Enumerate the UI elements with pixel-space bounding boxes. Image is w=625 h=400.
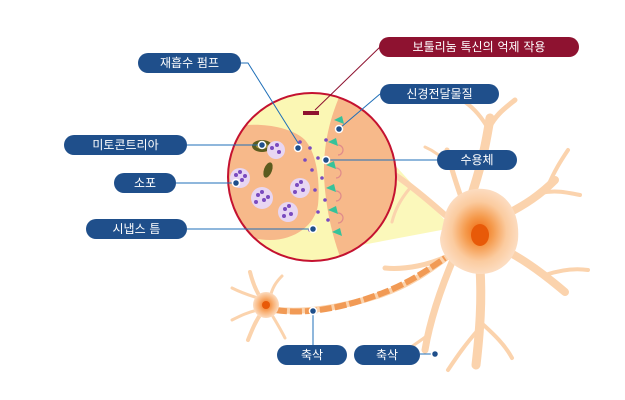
label-axon-right: 축삭 bbox=[354, 345, 420, 365]
botulinum-leader bbox=[314, 46, 381, 111]
label-neurotransmitter: 신경전달물질 bbox=[380, 84, 499, 104]
label-mitochondria: 미토콘트리아 bbox=[64, 135, 187, 155]
axon bbox=[261, 252, 452, 315]
synapse-zoom bbox=[228, 93, 396, 261]
connector-dots bbox=[231, 124, 440, 359]
myelin-sheath bbox=[274, 255, 447, 315]
vesicles bbox=[230, 141, 310, 222]
botulinum-marker bbox=[303, 111, 319, 115]
label-receptor: 수용체 bbox=[437, 150, 517, 170]
neuron-nucleus bbox=[471, 224, 489, 246]
label-botulinum: 보툴리눔 톡신의 억제 작용 bbox=[379, 37, 579, 57]
zoom-circle-border bbox=[227, 92, 397, 262]
label-reuptake-pump: 재흡수 펌프 bbox=[138, 53, 241, 73]
label-axon-left: 축삭 bbox=[277, 345, 347, 365]
label-synaptic-cleft: 시냅스 틈 bbox=[86, 219, 187, 239]
label-vesicle: 소포 bbox=[114, 173, 176, 193]
receptors bbox=[326, 116, 344, 236]
